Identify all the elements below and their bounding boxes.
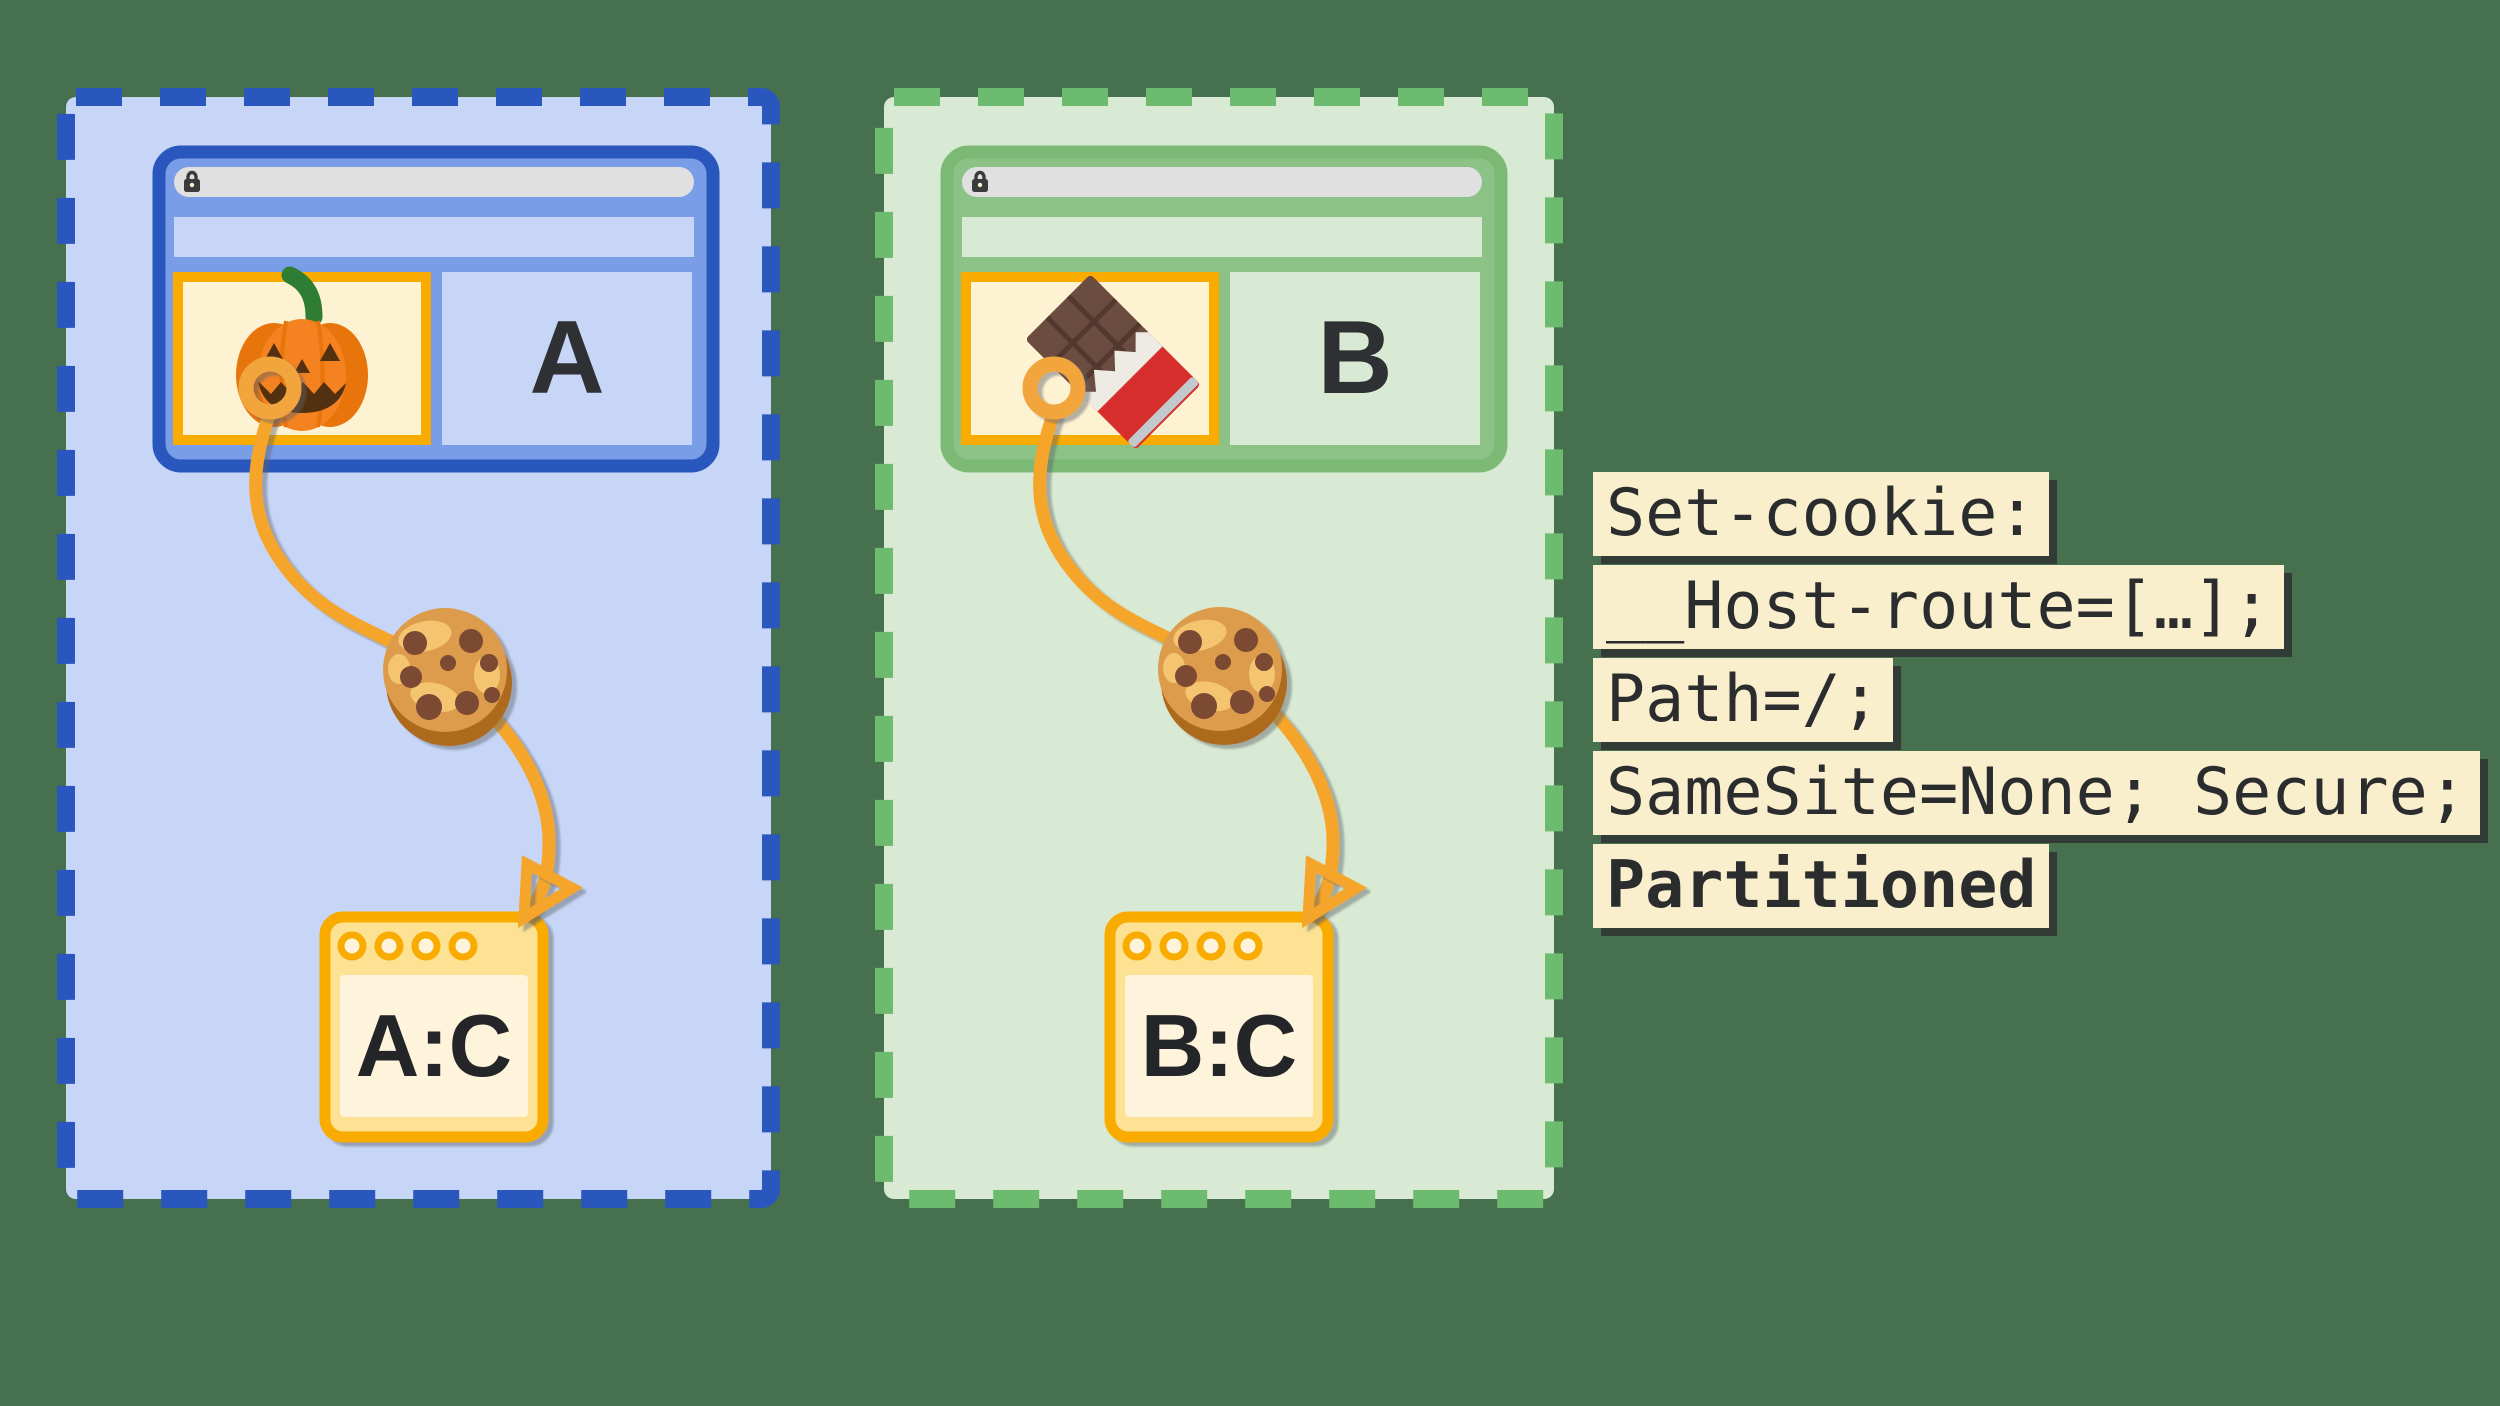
code-line-samesite: SameSite=None; Secure; bbox=[1593, 751, 2480, 835]
site-a-partition bbox=[57, 88, 780, 1208]
site-b-url-bar bbox=[962, 167, 1482, 197]
jar-a-dot bbox=[411, 931, 441, 961]
jar-a-dot bbox=[374, 931, 404, 961]
site-b-label: B bbox=[1317, 300, 1393, 416]
jar-b-dot bbox=[1196, 931, 1226, 961]
jar-b-dot bbox=[1159, 931, 1189, 961]
site-a-label-box bbox=[442, 272, 692, 445]
jar-b-dot bbox=[1233, 931, 1263, 961]
jar-a-label: A:C bbox=[355, 996, 513, 1095]
jar-b-dot bbox=[1122, 931, 1152, 961]
site-a-url-bar bbox=[174, 167, 694, 197]
cookie-icon-b bbox=[1158, 607, 1287, 745]
cookie-jar-a bbox=[319, 911, 549, 1143]
code-line-partitioned: Partitioned bbox=[1593, 844, 2050, 928]
site-b-label-box bbox=[1230, 272, 1480, 445]
lock-icon bbox=[184, 170, 200, 192]
site-b-toolbar-band bbox=[962, 217, 1482, 257]
jar-a-dot bbox=[448, 931, 478, 961]
code-line-path: Path=/; bbox=[1593, 658, 1893, 742]
code-line-set-cookie: Set-cookie: bbox=[1593, 472, 2050, 556]
jar-a-dot bbox=[337, 931, 367, 961]
site-b-partition bbox=[875, 88, 1563, 1208]
lock-icon bbox=[972, 170, 988, 192]
ring-marker-a bbox=[238, 356, 302, 420]
code-line-host-route: __Host-route=[…]; bbox=[1593, 565, 2285, 649]
arrowhead-icon-a bbox=[517, 855, 583, 929]
site-a-label: A bbox=[529, 300, 605, 416]
ring-marker-b bbox=[1022, 356, 1086, 420]
cookie-icon-a bbox=[383, 608, 512, 746]
arrowhead-icon-b bbox=[1301, 855, 1367, 929]
site-a-toolbar-band bbox=[174, 217, 694, 257]
jar-b-label: B:C bbox=[1140, 996, 1298, 1095]
cookie-jar-b bbox=[1104, 911, 1334, 1143]
